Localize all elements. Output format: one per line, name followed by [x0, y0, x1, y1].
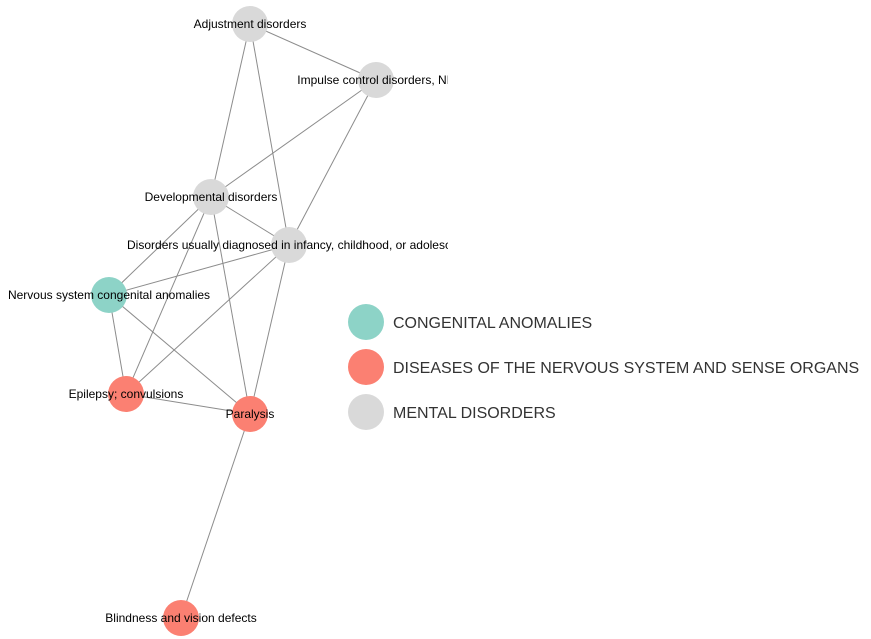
- edge-developmental-congenital_ns: [108, 196, 212, 296]
- edge-adjustment-impulse: [249, 23, 377, 81]
- edge-infancy-paralysis: [249, 244, 290, 415]
- edge-layer: [108, 23, 377, 619]
- edge-impulse-infancy: [288, 79, 377, 246]
- node-paralysis[interactable]: [232, 396, 268, 432]
- legend: CONGENITAL ANOMALIES DISEASES OF THE NERV…: [348, 304, 859, 430]
- node-label-infancy: Disorders usually diagnosed in infancy, …: [127, 238, 451, 252]
- legend-swatch-nervous: [348, 349, 384, 385]
- node-congenital_ns[interactable]: [91, 277, 127, 313]
- edge-adjustment-infancy: [249, 23, 290, 246]
- node-label-congenital_ns: Nervous system congenital anomalies: [8, 288, 210, 302]
- edge-paralysis-blindness: [180, 413, 251, 619]
- node-label-adjustment: Adjustment disorders: [194, 17, 307, 31]
- edge-congenital_ns-paralysis: [108, 294, 251, 415]
- node-developmental[interactable]: [193, 179, 229, 215]
- legend-label-nervous: DISEASES OF THE NERVOUS SYSTEM AND SENSE…: [393, 360, 859, 377]
- edge-impulse-developmental: [210, 79, 377, 198]
- node-label-paralysis: Paralysis: [226, 407, 275, 421]
- edge-developmental-paralysis: [210, 196, 251, 415]
- node-label-blindness: Blindness and vision defects: [105, 611, 256, 625]
- edge-adjustment-developmental: [210, 23, 251, 198]
- edge-infancy-epilepsy: [125, 244, 290, 395]
- node-label-developmental: Developmental disorders: [145, 190, 278, 204]
- node-infancy[interactable]: [271, 227, 307, 263]
- node-epilepsy[interactable]: [108, 376, 144, 412]
- edge-developmental-epilepsy: [125, 196, 212, 395]
- legend-label-mental: MENTAL DISORDERS: [393, 405, 556, 422]
- node-layer: [91, 6, 394, 636]
- edge-infancy-congenital_ns: [108, 244, 290, 296]
- node-adjustment[interactable]: [232, 6, 268, 42]
- node-blindness[interactable]: [163, 600, 199, 636]
- node-impulse[interactable]: [358, 62, 394, 98]
- legend-swatch-mental: [348, 394, 384, 430]
- legend-swatch-congenital: [348, 304, 384, 340]
- node-label-impulse: Impulse control disorders, NE: [297, 73, 454, 87]
- node-label-epilepsy: Epilepsy; convulsions: [69, 387, 184, 401]
- edge-epilepsy-paralysis: [125, 393, 251, 415]
- legend-label-congenital: CONGENITAL ANOMALIES: [393, 315, 592, 332]
